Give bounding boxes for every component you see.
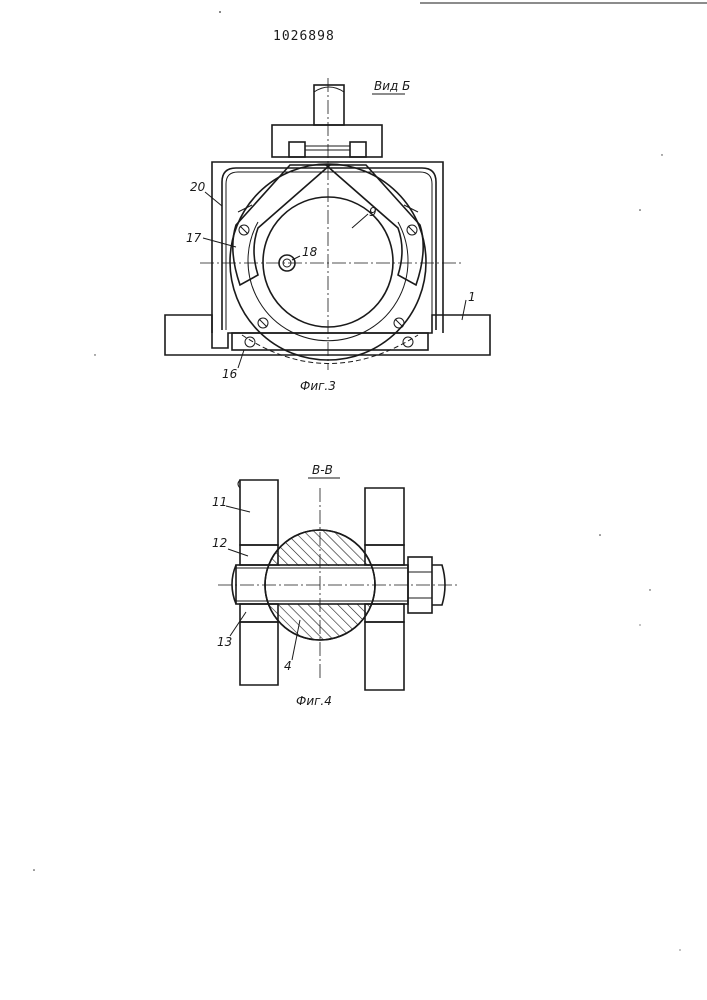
figure-3-caption: Фиг.3 [300,379,336,393]
callout-9: 9 [369,205,377,219]
scan-speckles [33,11,680,951]
document-number: 1026898 [273,29,335,44]
callout-18: 18 [302,245,318,259]
callout-4: 4 [284,659,292,673]
base-plate [165,315,490,355]
callout-11: 11 [212,495,227,509]
callout-12: 12 [212,536,227,550]
fig4-leader-lines [226,506,300,660]
lower-bolt-right [403,337,413,347]
view-label: Вид Б [374,79,410,93]
callout-13: 13 [217,635,232,649]
section-label: В-В [312,463,333,477]
figure-4: В-В [212,463,458,708]
top-shaft [314,85,344,125]
jaw-left [233,165,330,285]
figure-4-caption: Фиг.4 [296,694,332,708]
callout-20: 20 [190,180,206,194]
housing-outer-frame [212,162,443,333]
right-plate [365,488,404,690]
figure-3: Вид Б [165,78,490,393]
callout-17: 17 [186,231,202,245]
top-clamp-block [272,125,382,157]
jaw-right [326,165,423,285]
callout-1: 1 [468,290,476,304]
callout-16: 16 [222,367,238,381]
lower-bolt-left [245,337,255,347]
